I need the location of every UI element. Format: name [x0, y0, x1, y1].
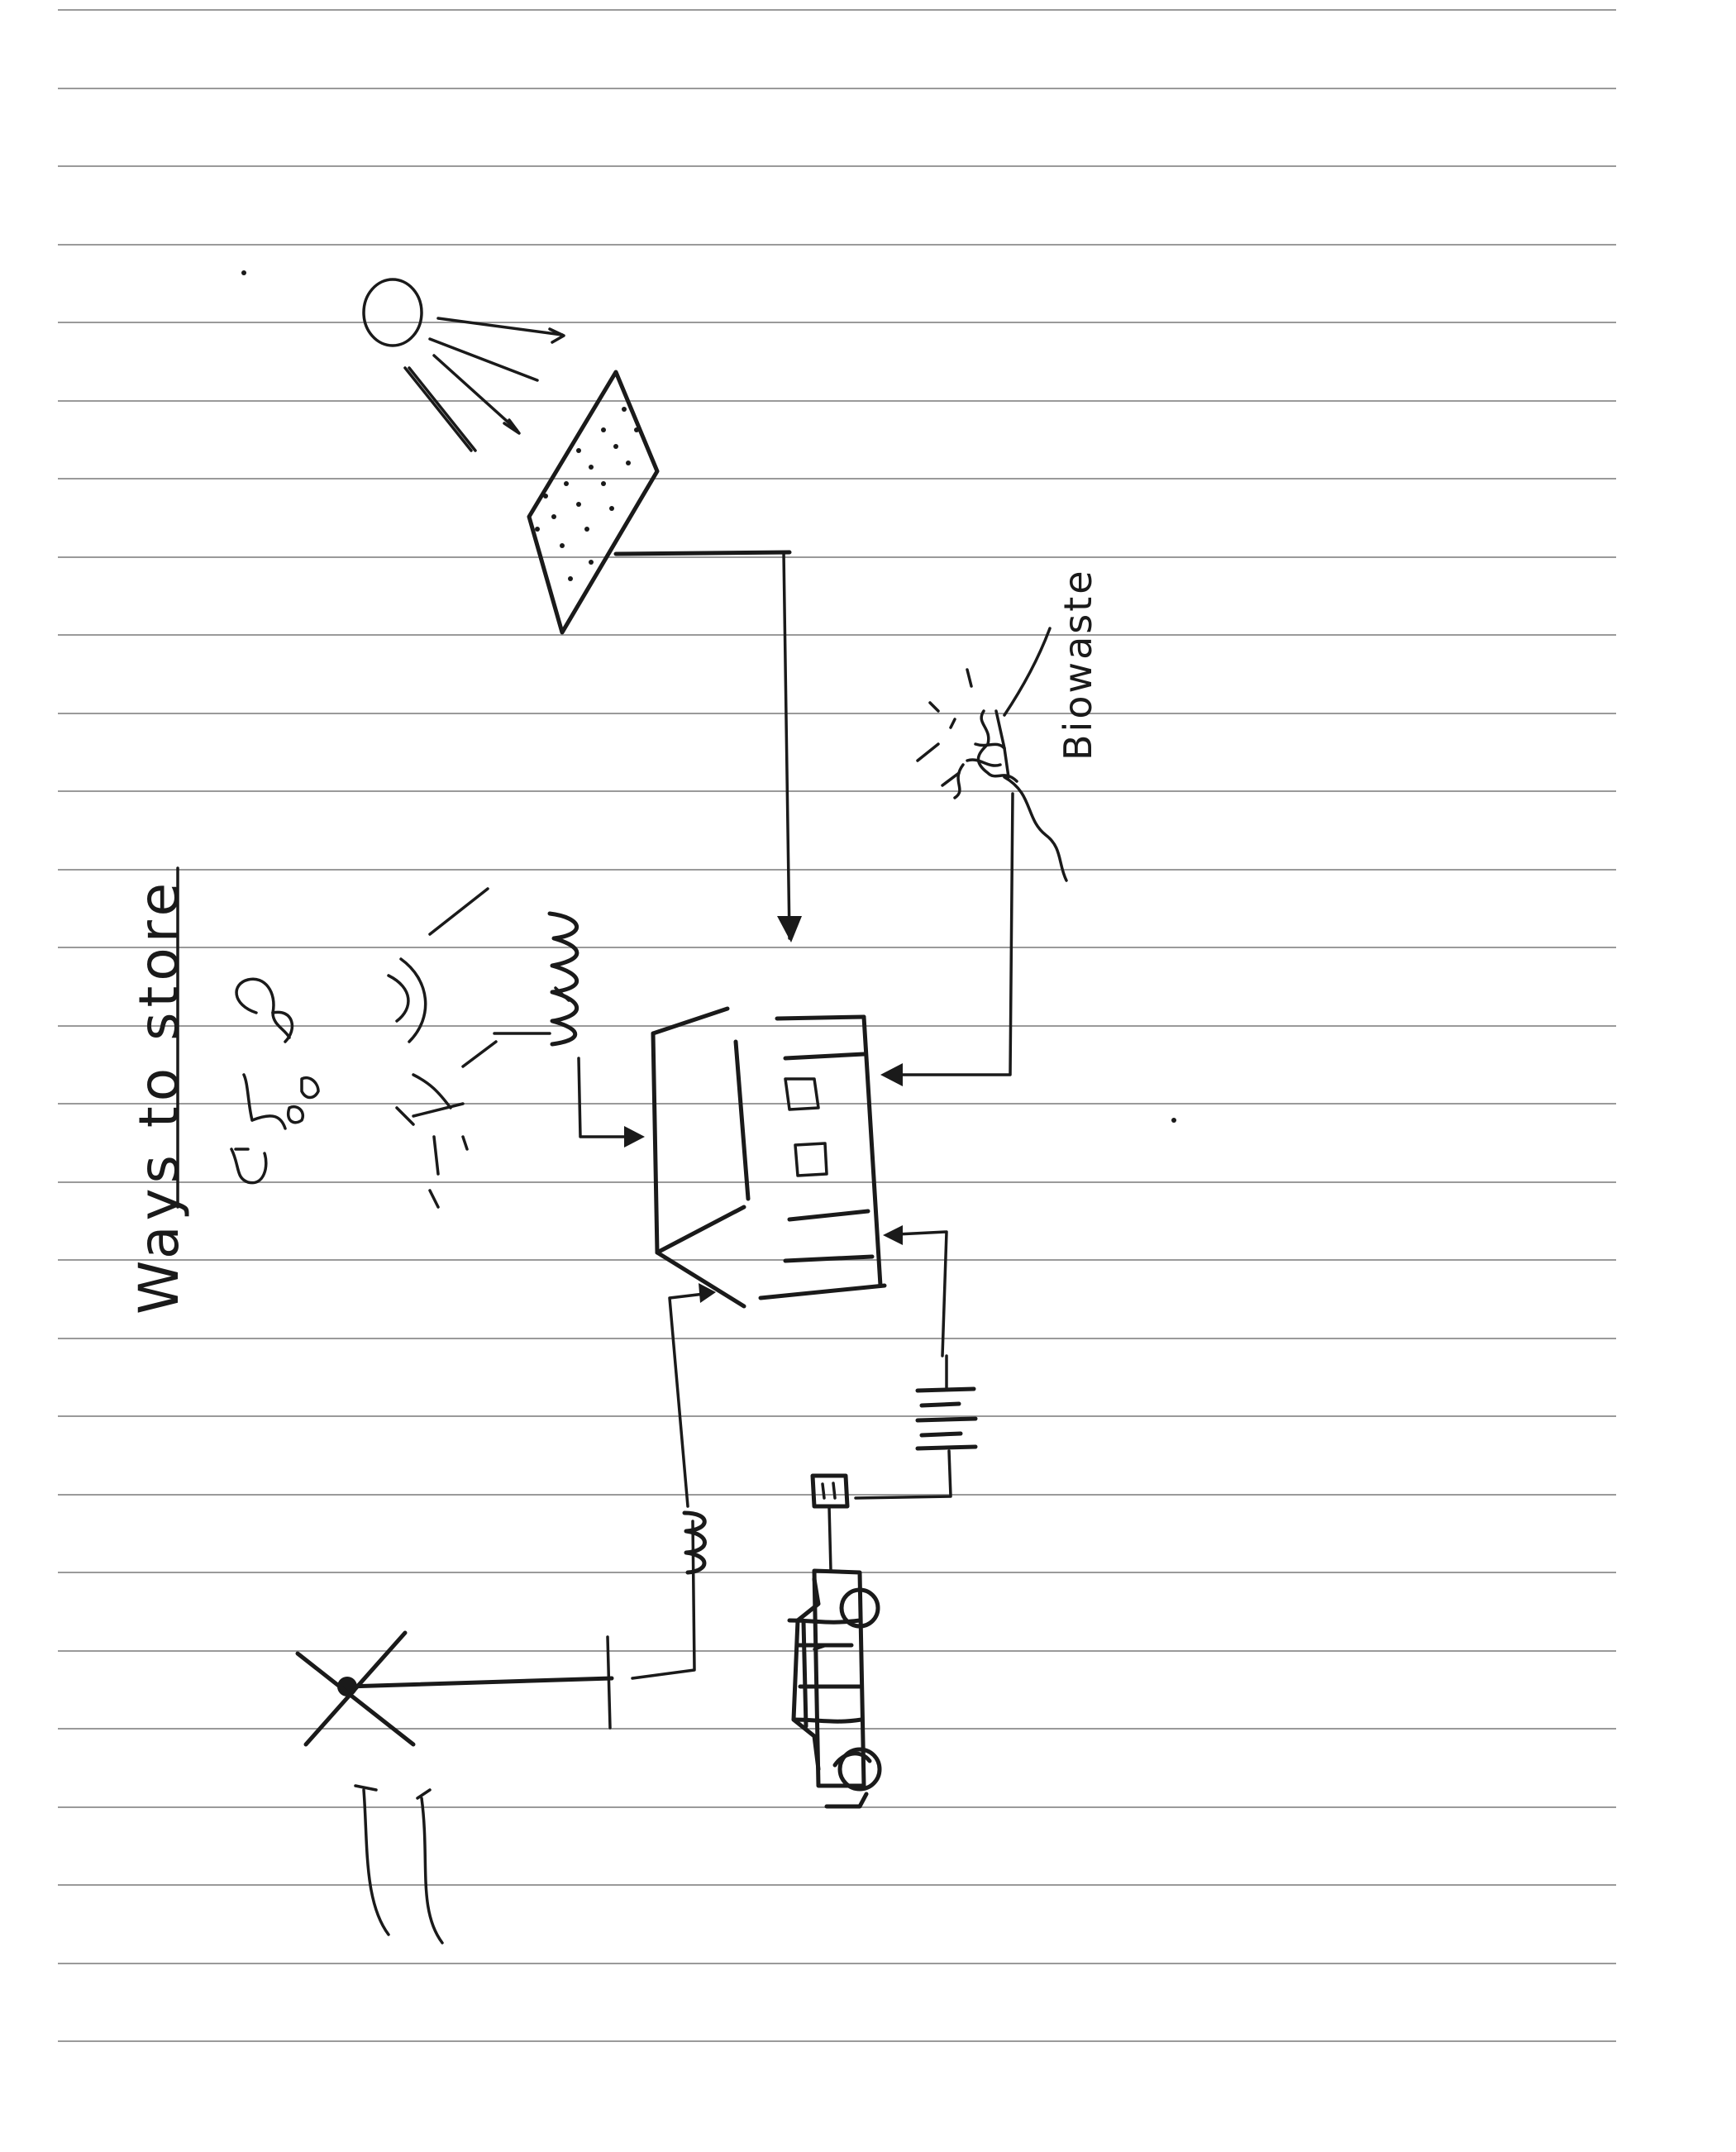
coil-icon	[547, 911, 579, 1047]
house-icon	[651, 1006, 887, 1309]
turbine-to-house-connector	[631, 1283, 716, 1680]
ruled-lines	[58, 9, 1616, 2042]
battery-icon	[854, 1225, 978, 1500]
sun-icon	[362, 278, 565, 452]
title-text: Ways to store	[127, 878, 191, 1315]
solar-panel-icon	[527, 370, 792, 635]
electric-car-icon	[787, 1568, 882, 1809]
solar-to-house-connector	[777, 551, 802, 942]
flywheel-icon	[387, 887, 498, 1209]
wind-turbine-icon	[295, 1630, 614, 1944]
biowaste-label: Biowaste	[1056, 568, 1100, 761]
pen-dots	[241, 270, 1176, 1123]
cloud-icon	[230, 977, 320, 1185]
biowaste-to-house-connector	[880, 792, 1014, 1086]
coil-to-house-connector	[493, 1032, 645, 1148]
charger-icon	[810, 1473, 850, 1572]
biowaste-icon	[916, 627, 1068, 882]
page-title: Ways to store	[127, 866, 191, 1315]
